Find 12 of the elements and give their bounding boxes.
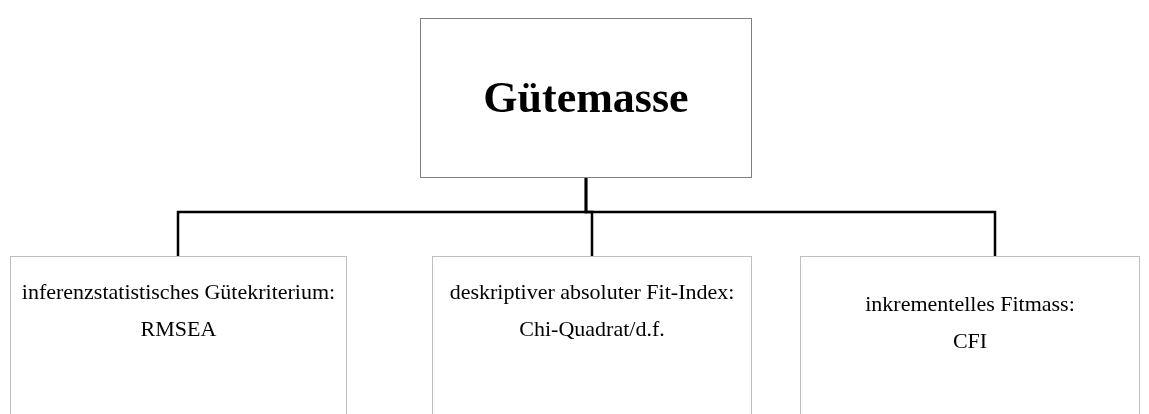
category-heading: deskriptiver absoluter Fit-Index: <box>449 279 735 304</box>
category-heading: inkrementelles Fitmass: <box>865 291 1075 316</box>
category-heading: inferenzstatistisches Gütekriterium: <box>21 279 336 304</box>
connector-line <box>584 178 997 256</box>
category-box <box>432 256 752 414</box>
title-text: Gütemasse <box>483 73 689 123</box>
measure-name: Chi-Quadrat/d.f. <box>519 316 665 341</box>
measure-name: CFI <box>952 328 988 353</box>
category-box <box>800 256 1140 414</box>
measure-name: RMSEA <box>140 316 217 341</box>
root-box <box>420 18 752 178</box>
category-box <box>10 256 347 414</box>
